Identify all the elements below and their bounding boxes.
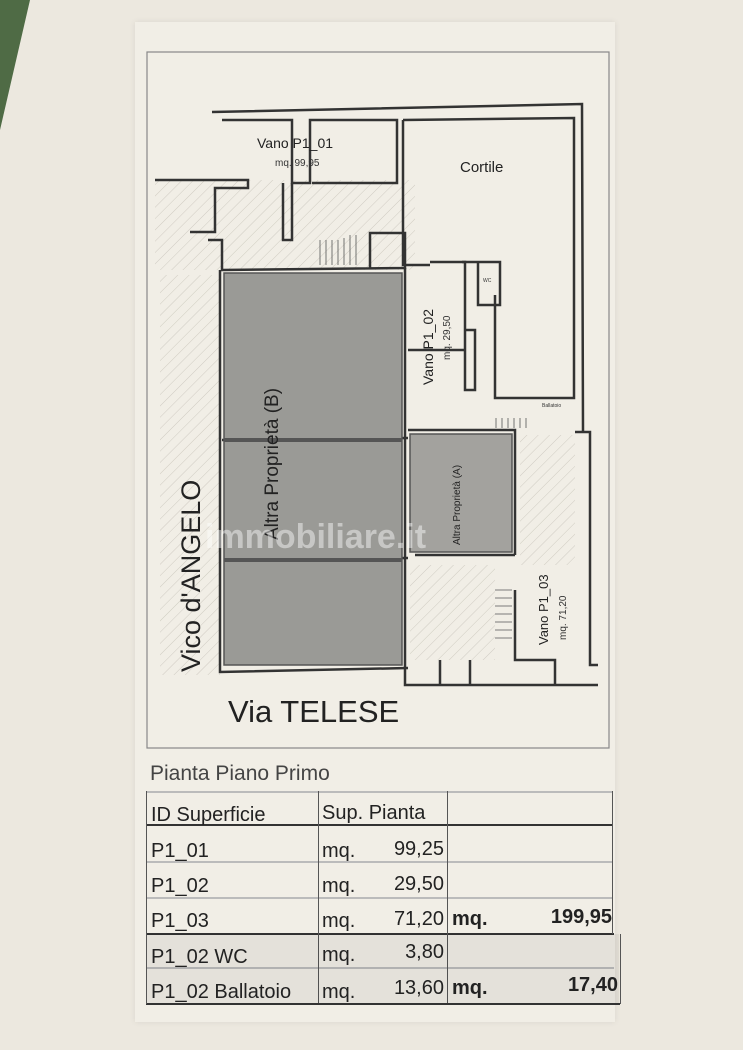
row-id: P1_02 [151, 875, 209, 897]
room-p1-01-label: Vano P1_01 [257, 135, 333, 151]
row-id: P1_01 [151, 840, 209, 862]
street-vico-angelo: Vico d'ANGELO [176, 480, 206, 672]
room-wc-label: WC [483, 278, 492, 284]
row-id: P1_02 Ballatoio [151, 981, 292, 1003]
plan-frame [146, 51, 610, 749]
row-unit: mq. [322, 875, 356, 897]
header-sup-pianta: Sup. Pianta [322, 802, 426, 824]
row-value: 3,80 [405, 941, 444, 963]
row-unit: mq. [322, 840, 356, 862]
row-unit: mq. [322, 944, 356, 966]
altra-proprieta-a-area [409, 433, 513, 553]
row-unit: mq. [322, 910, 356, 932]
room-p1-03-area: mq. 71,20 [558, 595, 569, 640]
altra-proprieta-b-area [223, 272, 403, 666]
row-value: 71,20 [393, 908, 444, 930]
row-total-unit: mq. [452, 908, 488, 930]
row-value: 99,25 [393, 838, 444, 860]
room-p1-03-label: Vano P1_03 [536, 574, 551, 645]
row-total: 17,40 [567, 974, 618, 996]
street-via-telese: Via TELESE [228, 694, 399, 729]
altra-proprieta-b-label: Altra Proprietà (B) [262, 388, 283, 540]
room-p1-01-area: mq. 99,95 [275, 158, 320, 169]
walls [155, 102, 598, 687]
row-total-unit: mq. [452, 977, 488, 999]
room-p1-02-area: mq. 29,50 [442, 315, 453, 360]
stairs [319, 235, 527, 639]
room-p1-02-label: Vano P1_02 [420, 309, 436, 385]
row-total: 199,95 [550, 906, 612, 928]
room-ballatoio-label: Ballatoio [542, 403, 561, 409]
background-fabric [0, 0, 30, 130]
row-id: P1_02 WC [151, 946, 248, 968]
room-cortile-label: Cortile [460, 159, 503, 176]
row-id: P1_03 [151, 910, 209, 932]
row-value: 29,50 [393, 873, 444, 895]
header-id-superficie: ID Superficie [151, 804, 266, 826]
altra-proprieta-a-label: Altra Proprietà (A) [452, 465, 463, 545]
area-table: Pianta Piano Primo ID Superficie Sup. Pi… [146, 758, 622, 1008]
watermark: immobiliare.it [205, 518, 426, 556]
table-title: Pianta Piano Primo [150, 762, 330, 785]
row-value: 13,60 [393, 977, 444, 999]
row-unit: mq. [322, 981, 356, 1003]
